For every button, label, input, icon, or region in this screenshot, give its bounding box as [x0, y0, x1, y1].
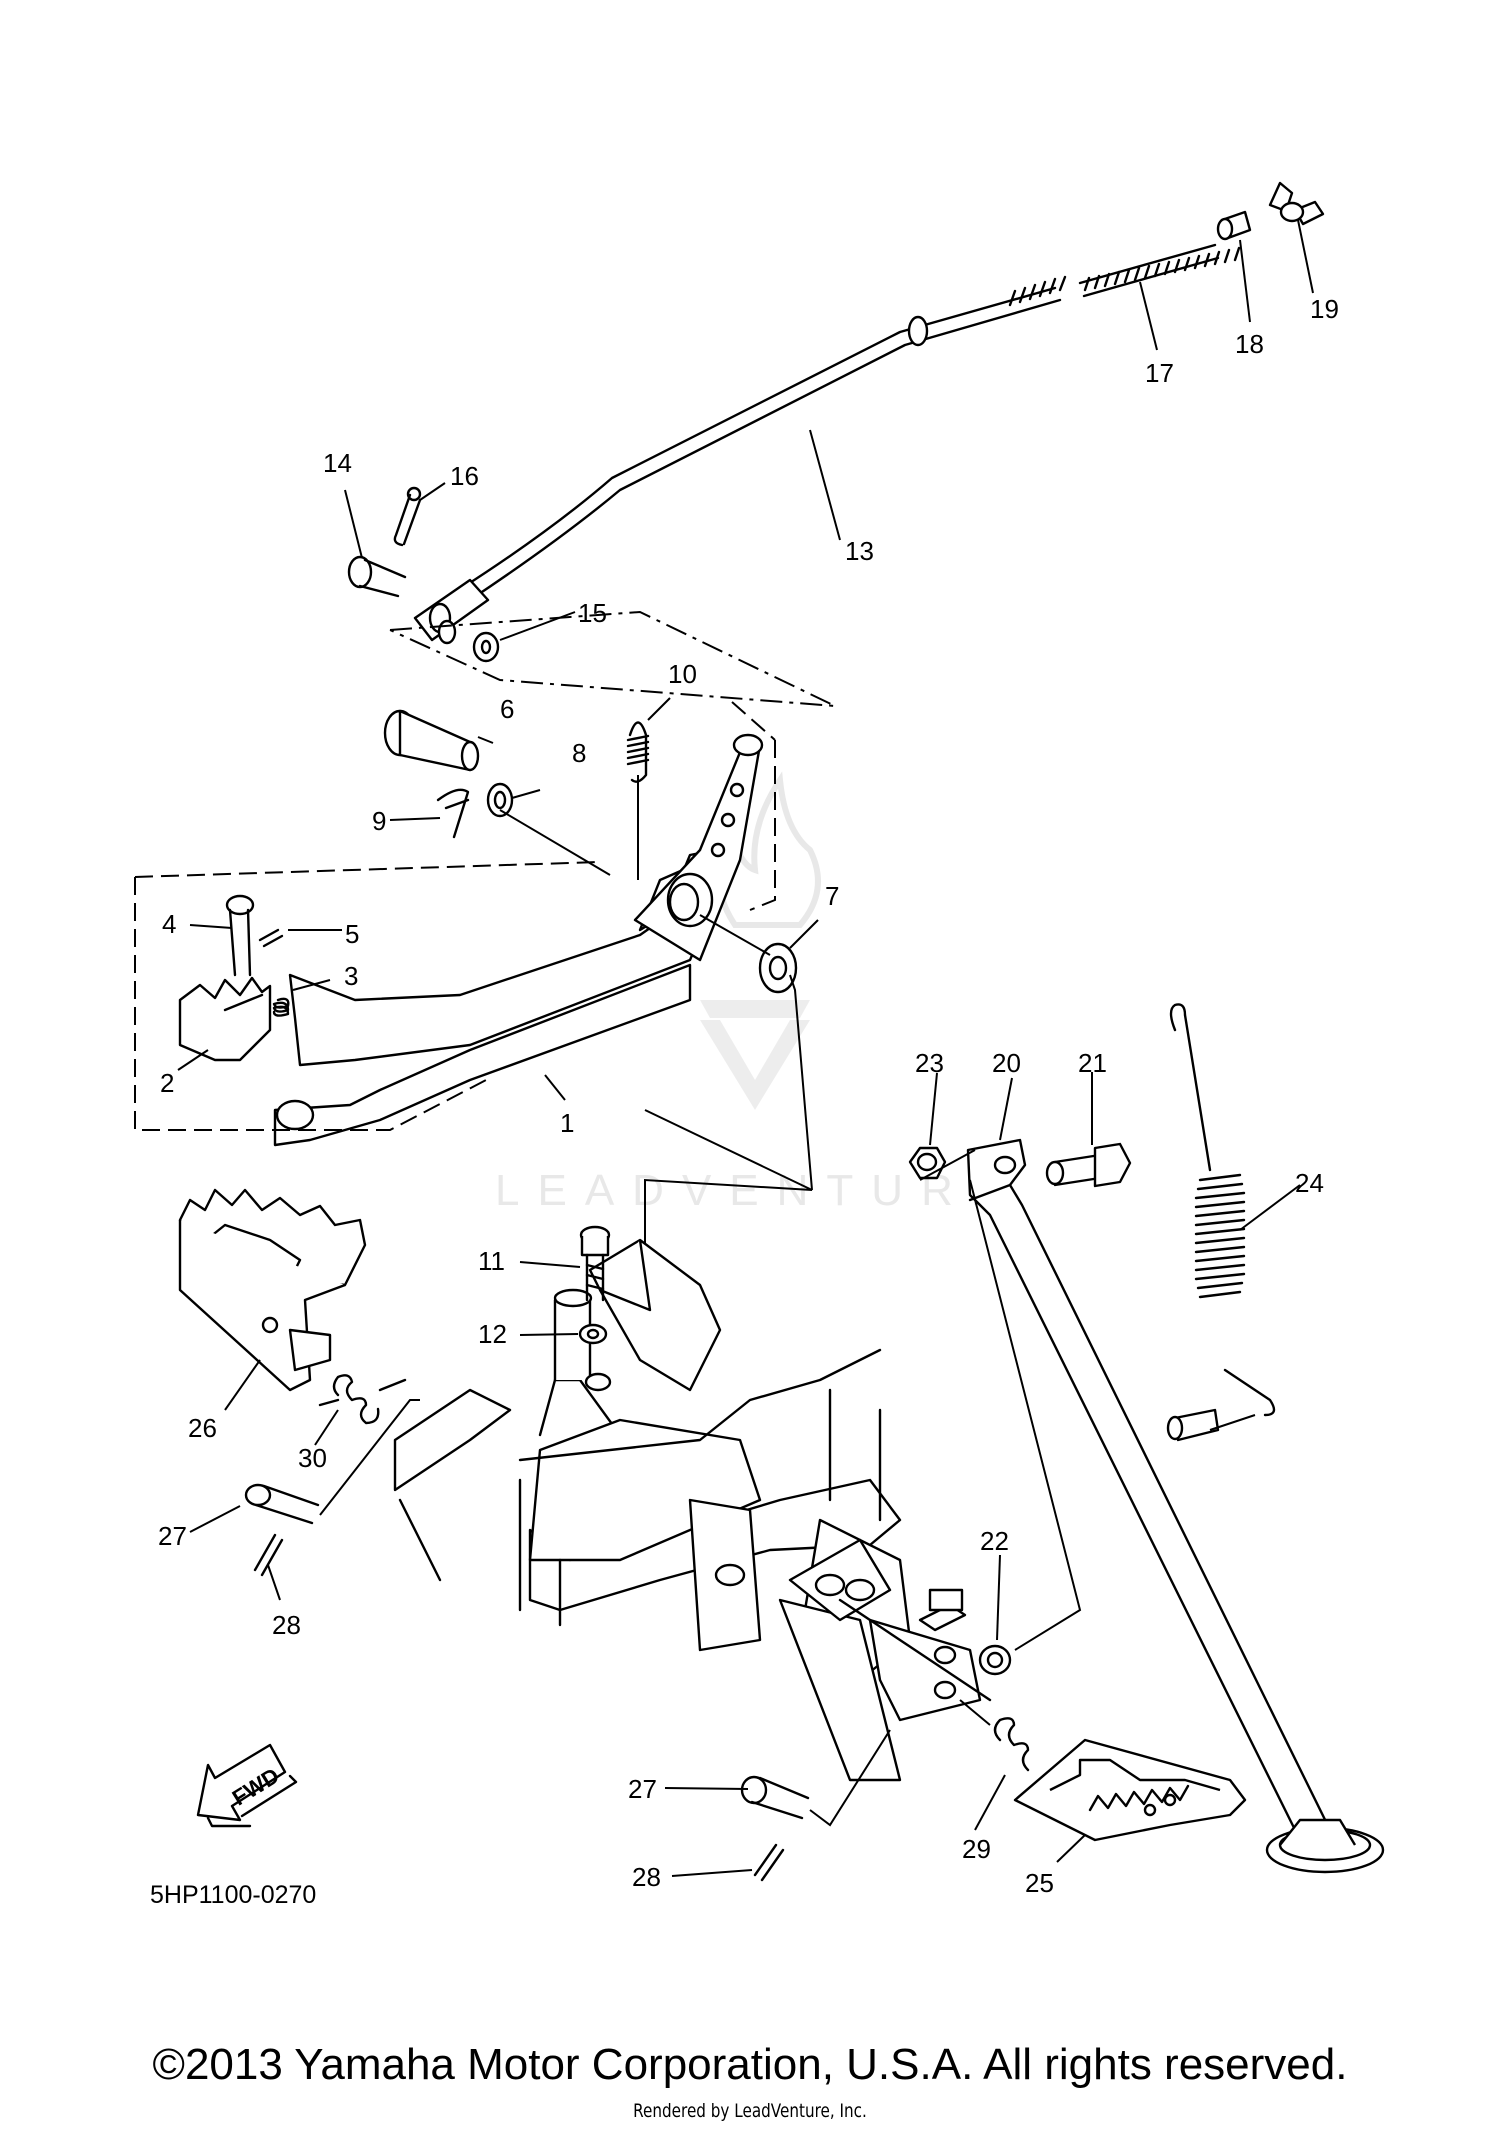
callout-14: 14 [323, 448, 352, 478]
part-11-bolt [579, 1225, 611, 1302]
part-27-pin-upper [244, 1483, 320, 1525]
part-15-washer [472, 631, 500, 663]
callout-19: 19 [1310, 294, 1339, 324]
assembly-line-frame [644, 1109, 813, 1300]
callout-24: 24 [1295, 1168, 1324, 1198]
part-28-cotter-upper [253, 1533, 284, 1577]
part-2-brake-tip [178, 976, 272, 1062]
part-12-washer [578, 1323, 608, 1345]
part-16-cotter-pin [393, 486, 422, 547]
assembly-line-13-1 [389, 610, 836, 707]
assembly-line-20-frame [919, 1149, 1256, 1651]
callout-2: 2 [160, 1068, 174, 1098]
callout-28b: 28 [632, 1862, 661, 1892]
callout-20: 20 [992, 1048, 1021, 1078]
part-10-return-spring [626, 721, 650, 783]
callout-30: 30 [298, 1443, 327, 1473]
part-1-brake-pedal [273, 733, 764, 1147]
assembly-box-1 [134, 701, 776, 1131]
callout-23: 23 [915, 1048, 944, 1078]
part-6-pivot-shaft [383, 709, 480, 772]
part-27-pin-lower [740, 1775, 810, 1820]
callout-9: 9 [372, 806, 386, 836]
part-22-collar [978, 1644, 1012, 1676]
part-24-spring [1169, 1003, 1276, 1417]
callout-25: 25 [1025, 1868, 1054, 1898]
callout-numbers: 1 2 3 4 5 6 7 8 9 10 11 12 13 14 15 16 1… [158, 294, 1339, 1898]
fwd-arrow-icon: FWD [196, 1743, 298, 1828]
assembly-line-6-1 [499, 775, 639, 880]
assembly-line-7-frame [699, 914, 813, 1191]
callout-22: 22 [980, 1526, 1009, 1556]
callout-8: 8 [572, 738, 586, 768]
copyright-text: ©2013 Yamaha Motor Corporation, U.S.A. A… [152, 2040, 1348, 2089]
part-30-spring [318, 1374, 407, 1425]
callout-15: 15 [578, 598, 607, 628]
part-19-wing-nut [1268, 181, 1325, 226]
callout-7: 7 [825, 881, 839, 911]
part-4-pin [225, 894, 255, 977]
part-28-cotter-lower [753, 1843, 785, 1882]
callout-29: 29 [962, 1834, 991, 1864]
callout-27b: 27 [628, 1774, 657, 1804]
part-8-circlip [486, 782, 514, 818]
part-7-washer [758, 942, 798, 994]
part-5-cotter-pin [258, 928, 284, 948]
leader-lines [177, 219, 1314, 1877]
part-21-bolt [1045, 1142, 1132, 1188]
part-20-sidestand [966, 1138, 1385, 1874]
part-13-brake-rod [413, 275, 1067, 645]
callout-4: 4 [162, 909, 176, 939]
part-26-footrest-left [178, 1188, 367, 1392]
callout-5: 5 [345, 919, 359, 949]
watermark-text: LEADVENTURE [495, 1166, 1018, 1215]
part-25-footrest-right [1013, 1738, 1247, 1842]
diagram-code: 5HP1100-0270 [150, 1881, 316, 1909]
part-18-collar [1216, 210, 1252, 241]
assembly-line-26 [319, 1399, 420, 1516]
callout-26: 26 [188, 1413, 217, 1443]
part-14-pin [347, 555, 407, 598]
callout-28a: 28 [272, 1610, 301, 1640]
callout-1: 1 [560, 1108, 574, 1138]
callout-11: 11 [478, 1246, 505, 1276]
rendered-by-text: Rendered by LeadVenture, Inc. [633, 2100, 867, 2122]
callout-21: 21 [1078, 1048, 1107, 1078]
part-3-spring [272, 997, 290, 1017]
part-9-cotter-pin [436, 788, 470, 839]
stand-pin [1166, 1408, 1220, 1442]
callout-27a: 27 [158, 1521, 187, 1551]
callout-13: 13 [845, 536, 874, 566]
callout-16: 16 [450, 461, 479, 491]
assembly-line-25 [809, 1699, 991, 1827]
frame-section [393, 1238, 992, 1782]
part-29-spring [993, 1717, 1030, 1772]
callout-18: 18 [1235, 329, 1264, 359]
callout-12: 12 [478, 1319, 507, 1349]
callout-17: 17 [1145, 358, 1174, 388]
callout-10: 10 [668, 659, 697, 689]
callout-3: 3 [344, 961, 358, 991]
callout-6: 6 [500, 694, 514, 724]
part-17-spring [1078, 243, 1241, 298]
